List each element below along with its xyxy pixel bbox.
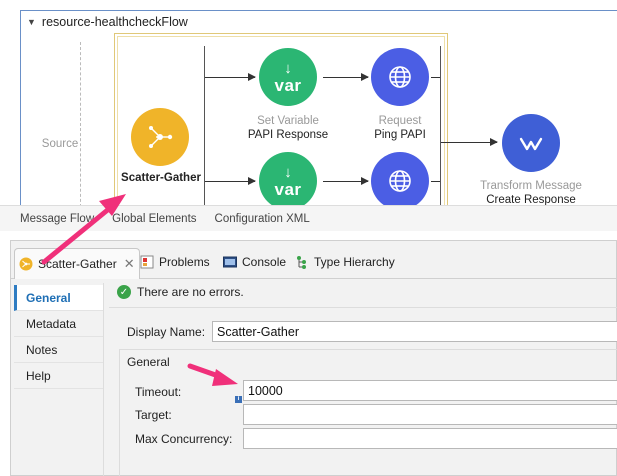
set-variable-name-1: PAPI Response: [247, 129, 329, 141]
source-separator: [80, 42, 81, 205]
transform-type: Transform Message: [480, 180, 582, 192]
timeout-input[interactable]: [243, 380, 617, 401]
general-group: [119, 349, 617, 476]
type-hierarchy-icon: [295, 255, 309, 269]
set-variable-node-1[interactable]: ↓ var: [259, 48, 317, 106]
console-icon: [223, 255, 237, 269]
process-area-inner: [117, 36, 445, 205]
flow-canvas[interactable]: ▼ resource-healthcheckFlow Source Scatte…: [0, 0, 617, 205]
display-name-label: Display Name:: [127, 324, 206, 339]
route2-arrow-mid: [323, 177, 369, 185]
status-row: ✓ There are no errors.: [117, 285, 244, 299]
var-icon: ↓ var: [274, 163, 302, 199]
flow-header[interactable]: ▼ resource-healthcheckFlow: [21, 11, 617, 33]
transform-name: Create Response: [486, 194, 576, 205]
tab-configuration-xml[interactable]: Configuration XML: [214, 212, 310, 225]
set-variable-node-2[interactable]: ↓ var: [259, 152, 317, 205]
route1-arrow-mid: [323, 73, 369, 81]
status-divider: [109, 307, 617, 308]
request-node-1[interactable]: [371, 48, 429, 106]
close-icon[interactable]: ✕: [123, 256, 135, 271]
request-type-1: Request: [378, 115, 422, 127]
var-icon: ↓ var: [274, 59, 302, 95]
problems-icon: [140, 255, 154, 269]
source-label: Source: [41, 138, 79, 150]
target-label: Target:: [135, 407, 172, 422]
display-name-input[interactable]: [212, 321, 617, 342]
nav-help[interactable]: Help: [14, 363, 104, 389]
transform-message-node[interactable]: [502, 114, 560, 172]
transform-arrow-in: [441, 138, 498, 146]
max-concurrency-label: Max Concurrency:: [135, 431, 233, 446]
scatter-gather-route-bar: [204, 46, 205, 205]
target-input[interactable]: [243, 404, 617, 425]
route1-arrow-in: [205, 73, 256, 81]
route2-arrow-out: [431, 181, 441, 182]
view-tab-bar: Scatter-Gather ✕ Problems Console Type H…: [11, 241, 616, 279]
nav-notes[interactable]: Notes: [14, 337, 104, 363]
globe-icon: [389, 170, 411, 192]
tab-type-hierarchy[interactable]: Type Hierarchy: [295, 249, 395, 275]
set-variable-type-1: Set Variable: [257, 115, 319, 127]
flow-title: resource-healthcheckFlow: [41, 15, 188, 29]
route2-arrow-in: [205, 177, 256, 185]
nav-metadata[interactable]: Metadata: [14, 311, 104, 337]
checkmark-icon: ✓: [117, 285, 131, 299]
tab-type-hierarchy-label: Type Hierarchy: [314, 255, 395, 269]
scatter-gather-node[interactable]: [131, 108, 189, 166]
general-group-title: General: [127, 355, 170, 369]
properties-view: Scatter-Gather ✕ Problems Console Type H…: [10, 240, 617, 476]
tab-console-label: Console: [242, 255, 287, 269]
request-node-2[interactable]: [371, 152, 429, 205]
tab-scatter-gather[interactable]: Scatter-Gather ✕: [14, 248, 140, 279]
scatter-gather-join-bar: [440, 46, 441, 205]
scatter-gather-icon: [19, 257, 33, 271]
properties-content: ✓ There are no errors. Display Name: Gen…: [109, 283, 617, 476]
transform-icon: [519, 137, 543, 151]
editor-tabs: Message Flow Global Elements Configurati…: [0, 205, 617, 231]
tab-problems[interactable]: Problems: [140, 249, 210, 275]
tab-console[interactable]: Console: [223, 249, 286, 275]
info-icon: i: [235, 396, 242, 403]
request-name-1: Ping PAPI: [374, 129, 426, 141]
globe-icon: [389, 66, 411, 88]
tab-message-flow[interactable]: Message Flow: [20, 212, 95, 225]
route1-arrow-out: [431, 77, 441, 78]
nav-separator: [103, 283, 104, 476]
properties-nav: General Metadata Notes Help: [14, 285, 104, 389]
tab-scatter-gather-label: Scatter-Gather: [38, 257, 117, 271]
collapse-triangle-icon[interactable]: ▼: [27, 17, 36, 27]
scatter-gather-name: Scatter-Gather: [121, 172, 201, 184]
max-concurrency-input[interactable]: [243, 428, 617, 449]
tab-problems-label: Problems: [159, 255, 210, 269]
tab-global-elements[interactable]: Global Elements: [112, 212, 197, 225]
status-text: There are no errors.: [137, 285, 244, 299]
timeout-label: Timeout:: [135, 384, 182, 399]
nav-general[interactable]: General: [14, 285, 104, 311]
scatter-gather-icon: [149, 126, 173, 148]
